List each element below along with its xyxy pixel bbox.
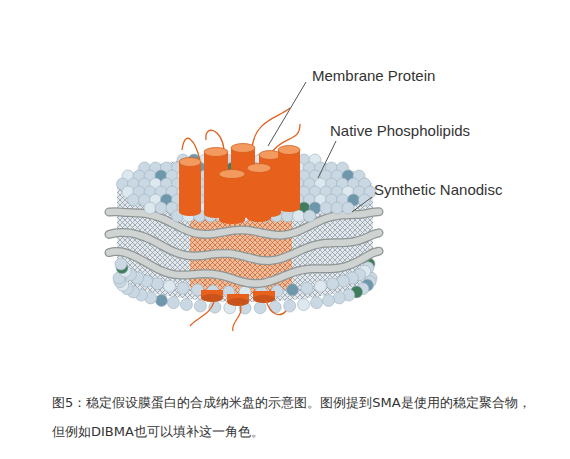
- lipid-head: [320, 202, 332, 214]
- lipid-head: [331, 202, 343, 214]
- helix-top: [219, 170, 245, 179]
- lipid-head: [293, 210, 305, 222]
- helix-end: [253, 295, 275, 303]
- helix-top: [259, 151, 281, 160]
- helix: [179, 208, 201, 216]
- helix: [247, 168, 271, 218]
- lipid-head: [209, 301, 221, 313]
- protein-loop: [233, 304, 241, 331]
- protein-loop: [206, 130, 224, 150]
- lipid-head: [284, 300, 296, 312]
- lipid-head: [164, 280, 176, 292]
- leader-line: [268, 82, 306, 146]
- helix-top: [278, 146, 300, 155]
- part-label: Membrane Protein: [312, 67, 435, 84]
- lipid-head: [327, 278, 339, 290]
- lipid-head: [167, 297, 179, 309]
- lipid-head: [155, 202, 167, 214]
- lipid-head: [333, 292, 345, 304]
- leader-line: [352, 197, 372, 212]
- helix-top: [204, 148, 228, 157]
- lipid-head: [314, 280, 326, 292]
- helix-top: [231, 144, 255, 153]
- helix: [247, 214, 271, 222]
- lipid-head: [151, 278, 163, 290]
- helix: [179, 162, 201, 212]
- lipid-head: [311, 297, 323, 309]
- lipid-head: [144, 202, 156, 214]
- lipid-head: [301, 282, 313, 294]
- part-label: Synthetic Nanodisc: [374, 181, 502, 198]
- helix-top: [247, 164, 271, 173]
- lipid-head: [115, 258, 127, 270]
- lipid-head: [304, 210, 316, 222]
- polymer-belt-edge: [109, 233, 379, 261]
- protein-loop: [182, 138, 200, 160]
- lipid-head: [180, 299, 192, 311]
- figure-caption: 图5：稳定假设膜蛋白的合成纳米盘的示意图。图例提到SMA是使用的稳定聚合物，但例…: [52, 388, 540, 446]
- lipid-head: [128, 194, 140, 206]
- lipid-head: [254, 302, 266, 314]
- helix: [278, 150, 300, 208]
- helix-end: [201, 294, 223, 302]
- helix-end: [227, 298, 249, 306]
- lipid-head: [286, 284, 298, 296]
- helix: [219, 174, 245, 220]
- membrane-protein: [179, 144, 300, 225]
- lipid-head: [323, 294, 335, 306]
- protein-loop: [266, 300, 286, 315]
- leader-line: [318, 141, 336, 178]
- lipid-head: [177, 282, 189, 294]
- lipid-head: [155, 294, 167, 306]
- protein-loop: [190, 302, 214, 326]
- part-label: Native Phospholipids: [330, 122, 470, 139]
- polymer-belt: [109, 233, 379, 261]
- lipid-head: [298, 299, 310, 311]
- polymer-belt: [109, 251, 379, 283]
- polymer-belt-edge: [109, 251, 379, 283]
- lipid-head: [337, 275, 349, 287]
- helix: [278, 204, 300, 212]
- helix-top: [179, 158, 201, 167]
- lipid-head: [194, 300, 206, 312]
- helix: [219, 216, 245, 224]
